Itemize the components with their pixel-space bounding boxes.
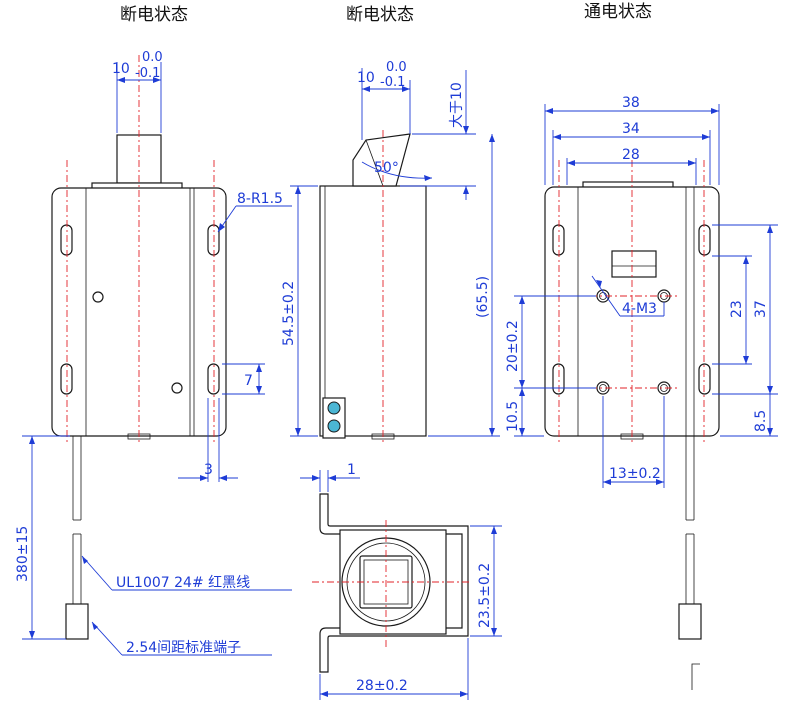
v2-height: 54.5±0.2 [281,281,297,346]
view3-bracket [611,250,657,278]
v4-1: 1 [347,462,356,478]
v1-slot-w: 3 [204,462,213,478]
note-connector: 2.54间距标准端子 [126,640,241,656]
v3-20: 20±0.2 [505,320,521,372]
v3-23: 23 [729,300,745,318]
view3-front-energized [544,160,720,640]
title-view3: 通电状态 [584,2,652,22]
v1-wire: 380±15 [15,526,31,582]
view1-hole [171,382,183,394]
view2-body [319,185,427,437]
view1-slot [207,363,220,395]
v3-85: 8.5 [753,410,769,432]
v2-top-main: 10 [357,70,375,86]
view1-front-deenergized [51,55,227,640]
view1-dimensions: 10 0.0 -0.1 8-R1.5 7 3 380±15 UL1007 [15,50,292,656]
v2-top-plus: 0.0 [386,60,407,75]
view1-connector [65,603,89,640]
v1-top-minus: -0.1 [135,66,160,81]
view3-slot [698,224,711,256]
view2-plunger-tip [352,133,411,187]
v1-slot-h: 7 [244,373,253,389]
view1-hole [92,291,104,303]
v1-top-main: 10 [112,61,130,77]
v3-holes: 4-M3 [622,301,657,317]
view2-indicator-top [327,401,341,415]
view4-dimensions: 1 23.5±0.2 28±0.2 [300,462,502,700]
view3-slot [552,224,565,256]
title-view1: 断电状态 [120,5,188,25]
v3-w28: 28 [622,147,640,163]
view2-dimensions: 10 0.0 -0.1 50° 大于10 54.5±0.2 (65.5) [281,60,500,437]
v1-top-plus: 0.0 [142,50,163,65]
view1-slot [207,224,220,256]
v4-28: 28±0.2 [356,678,408,694]
v2-angle: 50° [374,160,399,176]
view1-slot [60,224,73,256]
v3-13: 13±0.2 [609,466,661,482]
view1-slot [60,363,73,395]
view3-slot [698,363,711,395]
v2-over: 大于10 [449,82,465,128]
corner-mark [691,663,700,690]
view3-connector [678,603,702,640]
v3-37: 37 [753,300,769,318]
view1-coil-body [85,187,195,437]
view3-slot [552,363,565,395]
view4-bottom [312,493,470,673]
v3-w34: 34 [622,121,640,137]
v2-overall: (65.5) [475,276,491,318]
note-cable: UL1007 24# 红黑线 [116,575,250,591]
view2-indicator-bottom [327,419,341,433]
view3-dimensions: 38 34 28 4-M3 23 37 [505,95,778,488]
v2-top-minus: -0.1 [380,75,405,90]
v3-w38: 38 [622,95,640,111]
title-view2: 断电状态 [346,5,414,25]
v3-105: 10.5 [505,401,521,432]
view2-side-deenergized [319,130,427,445]
v1-radius: 8-R1.5 [237,191,283,207]
v4-235: 23.5±0.2 [477,563,493,628]
